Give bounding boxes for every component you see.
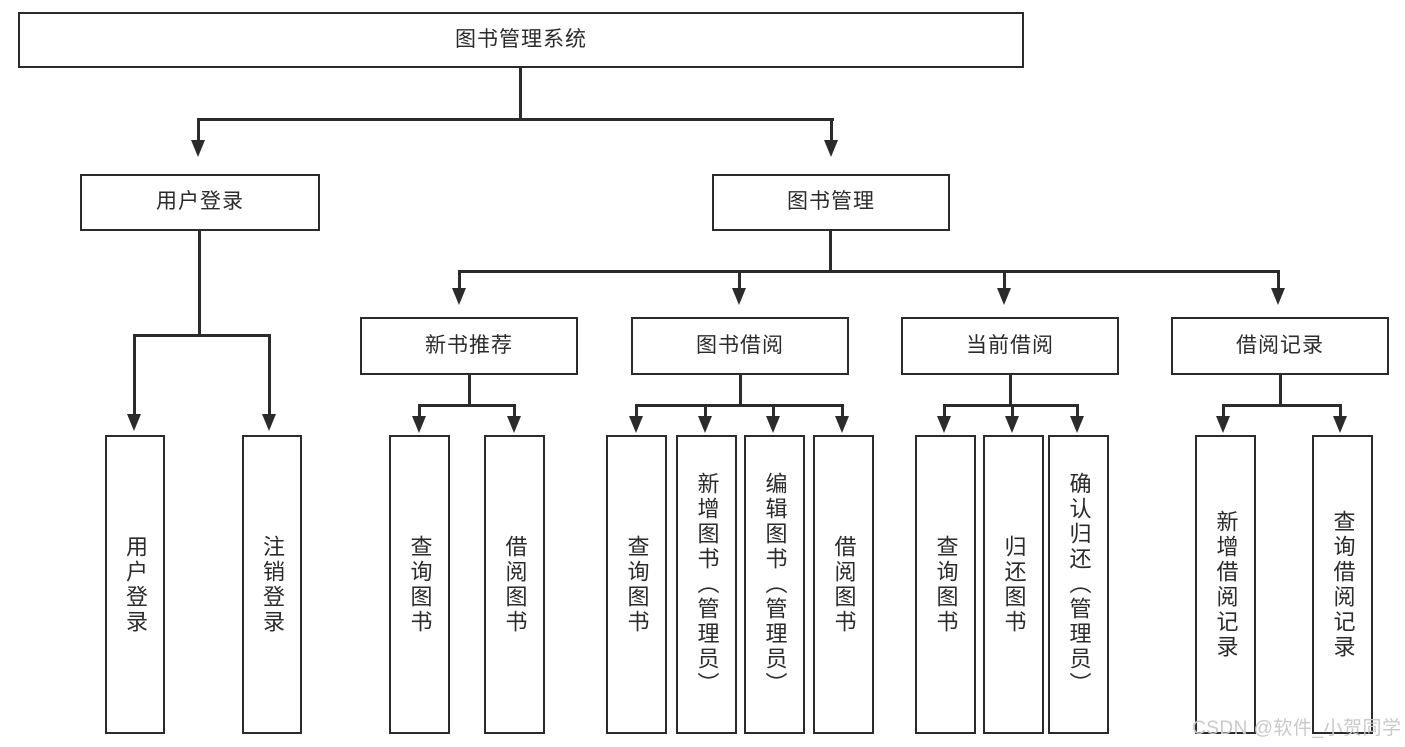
edge-root-to-book-manage <box>830 118 833 142</box>
leaf-user-logout-label: 注销登录 <box>260 534 285 635</box>
leaf-user-login-label: 用户登录 <box>123 534 148 635</box>
edge-nbr-bus <box>418 404 516 407</box>
leaf-query-book-3[interactable]: 查询图书 <box>915 435 976 734</box>
leaf-add-record[interactable]: 新增借阅记录 <box>1195 435 1256 734</box>
node-book-manage[interactable]: 图书管理 <box>712 174 950 231</box>
edge-bb-b1 <box>635 404 638 418</box>
leaf-query-record-label: 查询借阅记录 <box>1330 509 1356 660</box>
arrowhead-leaf-query-record <box>1333 416 1347 433</box>
arrowhead-book-borrow <box>732 288 746 305</box>
edge-bm-to-new-book <box>458 270 461 290</box>
arrowhead-new-book-recommend <box>452 288 466 305</box>
node-book-borrow-label: 图书借阅 <box>696 333 784 357</box>
arrowhead-leaf-user-logout <box>262 414 276 431</box>
arrowhead-leaf-add-book <box>698 416 712 433</box>
leaf-edit-book-label: 编辑图书（管理员） <box>762 472 788 697</box>
arrowhead-leaf-borrow-book-1 <box>507 416 521 433</box>
leaf-add-book[interactable]: 新增图书（管理员） <box>676 435 737 734</box>
leaf-borrow-book-1[interactable]: 借阅图书 <box>484 435 545 734</box>
arrowhead-leaf-add-record <box>1216 416 1230 433</box>
edge-bm-to-borrow-record <box>1277 270 1280 290</box>
edge-cb-b3 <box>1076 404 1079 418</box>
leaf-return-book[interactable]: 归还图书 <box>983 435 1044 734</box>
node-root-label: 图书管理系统 <box>455 27 587 51</box>
edge-root-stem <box>519 68 522 120</box>
edge-bb-stem <box>739 375 742 406</box>
csdn-watermark: CSDN @软件_小贺同学 <box>1192 718 1402 739</box>
edge-root-to-user-login <box>197 118 200 142</box>
edge-book-manage-stem <box>829 231 832 273</box>
arrowhead-leaf-query-book-2 <box>629 416 643 433</box>
leaf-edit-book[interactable]: 编辑图书（管理员） <box>744 435 805 734</box>
arrowhead-leaf-confirm-return <box>1070 416 1084 433</box>
leaf-query-book-3-label: 查询图书 <box>933 534 959 635</box>
edge-cb-b2 <box>1011 404 1014 418</box>
node-user-login[interactable]: 用户登录 <box>80 174 320 231</box>
arrowhead-book-manage <box>824 140 838 157</box>
arrowhead-user-login <box>191 140 205 157</box>
leaf-query-book-1[interactable]: 查询图书 <box>389 435 450 734</box>
edge-user-login-b2 <box>268 334 271 416</box>
leaf-add-book-label: 新增图书（管理员） <box>694 472 720 697</box>
leaf-query-book-2[interactable]: 查询图书 <box>606 435 667 734</box>
edge-bb-bus <box>635 404 843 407</box>
leaf-confirm-return-label: 确认归还（管理员） <box>1066 472 1092 697</box>
arrowhead-leaf-edit-book <box>766 416 780 433</box>
arrowhead-leaf-query-book-1 <box>412 416 426 433</box>
edge-cb-stem <box>1009 375 1012 406</box>
edge-nbr-stem <box>468 375 471 406</box>
node-book-manage-label: 图书管理 <box>787 190 875 214</box>
edge-user-login-b1 <box>133 334 136 416</box>
node-borrow-record-label: 借阅记录 <box>1236 333 1324 357</box>
node-current-borrow[interactable]: 当前借阅 <box>901 317 1119 375</box>
arrowhead-leaf-user-login <box>127 414 141 431</box>
edge-nbr-b2 <box>513 404 516 418</box>
edge-br-b2 <box>1339 404 1342 418</box>
leaf-confirm-return[interactable]: 确认归还（管理员） <box>1048 435 1109 734</box>
leaf-user-logout[interactable]: 注销登录 <box>242 435 302 734</box>
leaf-return-book-label: 归还图书 <box>1001 534 1027 635</box>
edge-bb-b3 <box>772 404 775 418</box>
edge-br-stem <box>1279 375 1282 406</box>
edge-book-manage-bus <box>458 270 1280 273</box>
arrowhead-current-borrow <box>997 288 1011 305</box>
node-borrow-record[interactable]: 借阅记录 <box>1171 317 1389 375</box>
leaf-user-login[interactable]: 用户登录 <box>105 435 165 734</box>
edge-root-bus <box>197 118 834 121</box>
node-current-borrow-label: 当前借阅 <box>966 333 1054 357</box>
edge-bb-b2 <box>704 404 707 418</box>
leaf-add-record-label: 新增借阅记录 <box>1213 509 1239 660</box>
leaf-borrow-book-2[interactable]: 借阅图书 <box>813 435 874 734</box>
node-user-login-label: 用户登录 <box>156 190 244 214</box>
node-book-borrow[interactable]: 图书借阅 <box>631 317 849 375</box>
leaf-borrow-book-2-label: 借阅图书 <box>831 534 857 635</box>
edge-user-login-bus <box>133 334 271 337</box>
leaf-query-book-2-label: 查询图书 <box>624 534 650 635</box>
node-new-book-recommend[interactable]: 新书推荐 <box>360 317 578 375</box>
edge-bm-to-current-borrow <box>1003 270 1006 290</box>
leaf-borrow-book-1-label: 借阅图书 <box>502 534 528 635</box>
edge-bm-to-book-borrow <box>738 270 741 290</box>
arrowhead-borrow-record <box>1271 288 1285 305</box>
edge-cb-b1 <box>943 404 946 418</box>
leaf-query-book-1-label: 查询图书 <box>407 534 433 635</box>
edge-cb-bus <box>943 404 1078 407</box>
edge-user-login-stem <box>198 231 201 337</box>
edge-bb-b4 <box>841 404 844 418</box>
arrowhead-leaf-query-book-3 <box>937 416 951 433</box>
edge-nbr-b1 <box>418 404 421 418</box>
edge-br-bus <box>1222 404 1342 407</box>
arrowhead-leaf-borrow-book-2 <box>835 416 849 433</box>
arrowhead-leaf-return-book <box>1005 416 1019 433</box>
node-root[interactable]: 图书管理系统 <box>18 12 1024 68</box>
edge-br-b1 <box>1222 404 1225 418</box>
leaf-query-record[interactable]: 查询借阅记录 <box>1312 435 1373 734</box>
node-new-book-recommend-label: 新书推荐 <box>425 333 513 357</box>
